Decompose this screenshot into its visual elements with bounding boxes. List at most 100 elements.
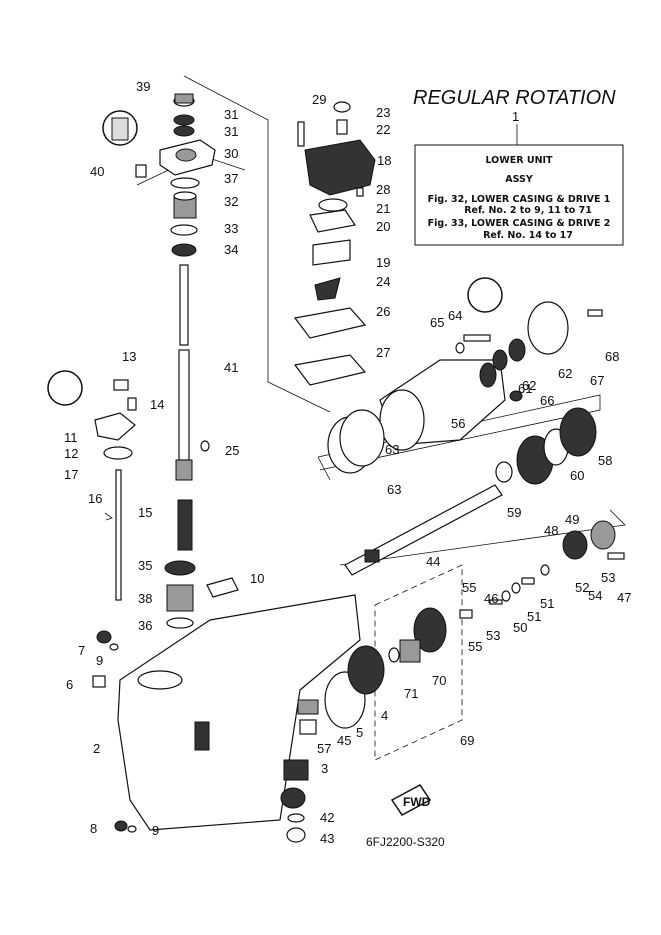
part-63b-oring (339, 409, 385, 467)
part-49-spring (590, 520, 616, 550)
callout-35: 35 (138, 558, 152, 573)
callout-42: 42 (320, 810, 334, 825)
part-36-washer (166, 617, 194, 629)
part-34-bush (171, 243, 197, 257)
callout-41: 41 (224, 360, 238, 375)
callout-4: 4 (381, 708, 388, 723)
part-61-bearing (479, 362, 497, 388)
part-27-gasket (293, 354, 367, 386)
part-67-cap (527, 301, 569, 355)
callout-59: 59 (507, 505, 521, 520)
part-59-shim (495, 461, 513, 483)
callout-13: 13 (122, 349, 136, 364)
callout-29: 29 (312, 92, 326, 107)
part-30-bore (175, 148, 197, 162)
casing-bore (137, 670, 183, 690)
callout-25: 25 (225, 443, 239, 458)
part-65-washer (455, 342, 465, 354)
part-62b-seal (508, 338, 526, 362)
part-52-ball (540, 564, 550, 576)
info-line-1: LOWER UNIT (485, 155, 553, 166)
part-14-bolt (127, 397, 137, 411)
callout-9: 9 (96, 653, 103, 668)
part-19-insert (312, 239, 351, 266)
diagram-code: 6FJ2200-S320 (366, 835, 445, 849)
part-71-shim (388, 647, 400, 663)
part-43-nut (286, 827, 306, 843)
group-line-top (183, 75, 331, 413)
info-line-2: ASSY (505, 174, 533, 185)
part-48-clutch (562, 530, 588, 560)
part-22-tube (336, 119, 348, 135)
callout-8: 8 (90, 821, 97, 836)
part-26-plate (293, 307, 367, 339)
part-16-clip (104, 512, 113, 521)
callout-7: 7 (78, 643, 85, 658)
callout-50: 50 (513, 620, 527, 635)
callout-63: 63 (387, 482, 401, 497)
part-2-lower-casing (117, 594, 361, 831)
part-29-bolt (297, 121, 305, 147)
callout-71: 71 (404, 686, 418, 701)
callout-62: 62 (558, 366, 572, 381)
part-47-pin (607, 552, 625, 560)
part-35-bearing (164, 560, 196, 576)
part-9a-washer (109, 643, 119, 651)
part-20-gasket (309, 209, 357, 233)
callout-62: 62 (522, 378, 536, 393)
callout-67: 67 (590, 373, 604, 388)
callout-37: 37 (224, 171, 238, 186)
callout-32: 32 (224, 194, 238, 209)
callout-55: 55 (462, 580, 476, 595)
callout-70: 70 (432, 673, 446, 688)
callout-60: 60 (570, 468, 584, 483)
part-31a (173, 114, 195, 126)
callout-11: 11 (64, 430, 78, 445)
group-box-69 (374, 564, 463, 761)
part-58-bearing (559, 407, 597, 457)
part-31b (173, 125, 195, 137)
part-11-bracket (94, 412, 136, 441)
callout-47: 47 (617, 590, 631, 605)
part-41-collar (175, 459, 193, 481)
info-box-callout: 1 (512, 109, 519, 124)
part-41-shaft-upper (179, 264, 189, 346)
callout-68: 68 (605, 349, 619, 364)
callout-30: 30 (224, 146, 238, 161)
callout-58: 58 (598, 453, 612, 468)
callout-46: 46 (484, 591, 498, 606)
callout-54: 54 (588, 588, 602, 603)
callout-64: 64 (448, 308, 462, 323)
info-line-6: Ref. No. 14 to 17 (483, 230, 573, 241)
part-45-bush (297, 699, 319, 715)
callout-27: 27 (376, 345, 390, 360)
callout-19: 19 (376, 255, 390, 270)
part-18-pump-housing (304, 139, 376, 196)
callout-43: 43 (320, 831, 334, 846)
callout-28: 28 (376, 182, 390, 197)
callout-22: 22 (376, 122, 390, 137)
shaft-splines (364, 549, 380, 563)
grease-tube-icon (111, 117, 129, 141)
callout-36: 36 (138, 618, 152, 633)
callout-21: 21 (376, 201, 390, 216)
part-66-nut (509, 390, 523, 402)
callout-31: 31 (224, 124, 238, 139)
part-28-pin (356, 187, 364, 197)
callout-45: 45 (337, 733, 351, 748)
part-57-sleeve (299, 719, 317, 735)
callout-53: 53 (486, 628, 500, 643)
part-62a-seal (492, 349, 508, 371)
part-44-propeller-shaft (344, 484, 503, 576)
part-6-anode (92, 675, 106, 688)
callout-16: 16 (88, 491, 102, 506)
callout-26: 26 (376, 304, 390, 319)
callout-12: 12 (64, 446, 78, 461)
callout-57: 57 (317, 741, 331, 756)
part-42-washer (287, 813, 305, 823)
part-64-bolt (463, 334, 491, 342)
part-21-oring (318, 198, 348, 212)
callout-6: 6 (66, 677, 73, 692)
part-56-flange (379, 389, 425, 451)
